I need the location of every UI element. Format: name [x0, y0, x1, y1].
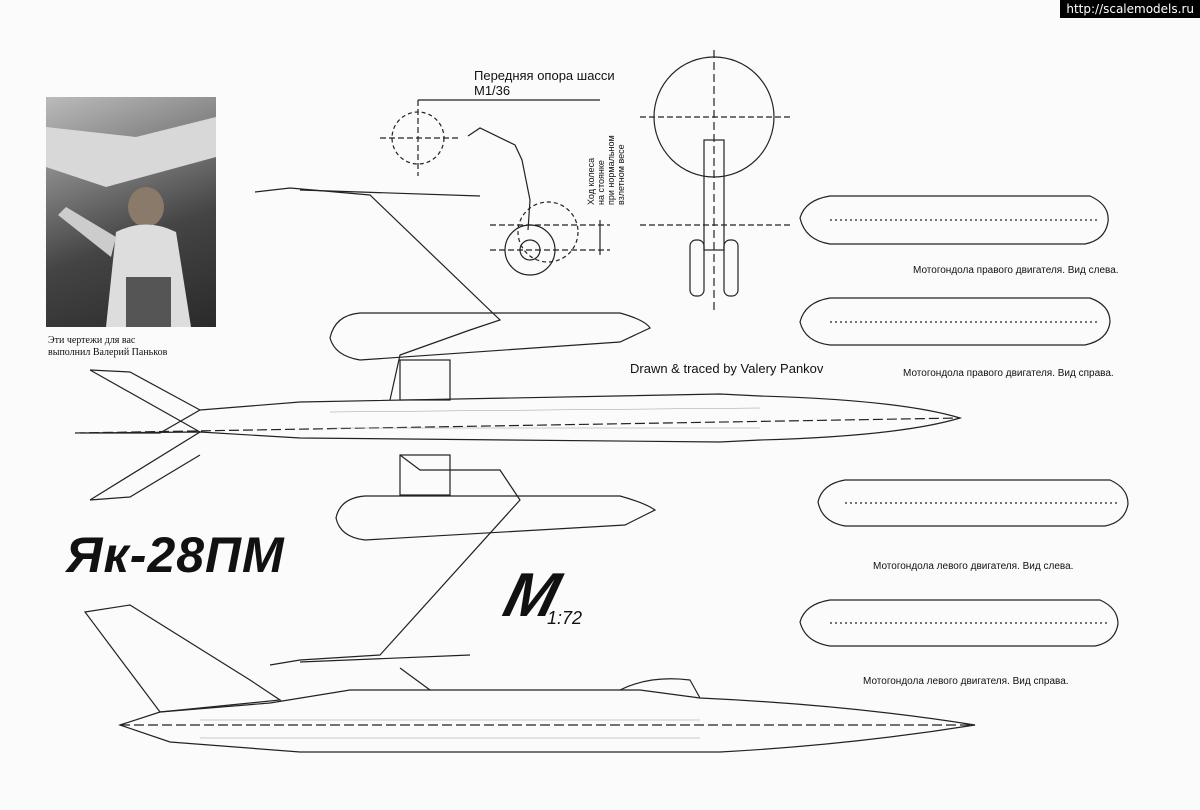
photo-caption-line1: Эти чертежи для вас — [48, 335, 136, 346]
nacelle-caption-2: Мотогондола правого двигателя. Вид справ… — [903, 368, 1114, 379]
nacelle-left-right-view — [799, 599, 1119, 647]
author-photo-art — [46, 117, 216, 327]
wheel-travel-line1: Ход колеса — [586, 157, 596, 205]
panel-lines — [200, 407, 761, 739]
aircraft-side-view — [83, 604, 976, 753]
scale-label: 1:72 — [547, 608, 583, 628]
aircraft-top-view — [74, 187, 963, 666]
nose-gear-title-line1: Передняя опора шасси — [474, 68, 615, 83]
nacelle-caption-3: Мотогондола левого двигателя. Вид слева. — [873, 561, 1074, 572]
nacelle-right-left-view — [799, 195, 1109, 245]
nose-gear-side-view — [380, 99, 610, 276]
nacelle-caption-4: Мотогондола левого двигателя. Вид справа… — [863, 676, 1069, 687]
nacelle-right-right-view — [799, 297, 1111, 346]
aircraft-title: Як-28ПМ — [66, 527, 285, 583]
wheel-travel-line3: при нормальном — [606, 135, 616, 205]
drawn-by-credit: Drawn & traced by Valery Pankov — [630, 361, 824, 376]
source-url[interactable]: http://scalemodels.ru — [1060, 0, 1200, 18]
wheel-travel-note: Ход колеса на стоянке при нормальном взл… — [586, 135, 626, 205]
wheel-travel-line4: взлетном весе — [616, 144, 626, 205]
photo-caption: Эти чертежи для вас выполнил Валерий Пан… — [48, 335, 248, 359]
nose-gear-title: Передняя опора шасси М1/36 — [474, 68, 615, 98]
wheel-travel-line2: на стоянке — [596, 160, 606, 205]
photo-caption-line2: выполнил Валерий Паньков — [48, 347, 168, 358]
nose-gear-front-view — [640, 50, 790, 310]
nose-gear-title-line2: М1/36 — [474, 83, 511, 98]
nacelle-left-left-view — [817, 479, 1129, 527]
nacelle-caption-1: Мотогондола правого двигателя. Вид слева… — [913, 265, 1119, 276]
author-photo — [46, 97, 216, 327]
